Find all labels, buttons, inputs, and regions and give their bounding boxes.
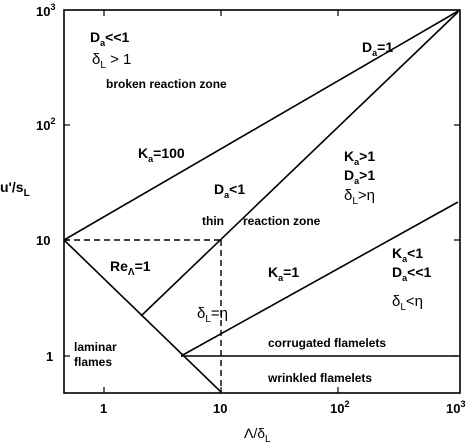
label-re-1-line: ReΛ=1 (110, 258, 151, 278)
label-top-left-da: Da<<1 (90, 29, 129, 48)
label-broken-reaction-zone: broken reaction zone (106, 77, 227, 91)
line-ka-1 (180, 201, 459, 357)
label-br-delta: δL<η (392, 293, 423, 313)
label-da-less-1: Da<1 (214, 181, 245, 200)
x-axis-label: Λ/δL (244, 425, 271, 445)
line-ka-100 (63, 9, 461, 241)
label-thin-a: thin (202, 214, 224, 228)
label-ka-100-line: Ka=100 (138, 145, 185, 164)
label-br-da: Da<<1 (392, 264, 431, 283)
label-ka-1-line: Ka=1 (268, 264, 299, 283)
y-axis-label: u'/sL (0, 179, 30, 199)
line-re-1 (63, 239, 222, 393)
label-corrugated-flamelets: corrugated flamelets (268, 336, 386, 350)
label-right-ka: Ka>1 (344, 148, 375, 167)
label-top-left-delta: δL > 1 (92, 51, 131, 71)
label-da-1-line: Da=1 (362, 39, 393, 58)
label-thin-b: reaction zone (243, 214, 321, 228)
label-delta-eta-line: δL=η (197, 305, 228, 325)
y-tick-10: 10 (36, 233, 50, 248)
y-tick-100: 102 (36, 116, 55, 133)
x-tick-1000: 103 (446, 399, 465, 416)
label-right-delta: δL>η (344, 187, 375, 207)
label-wrinkled-flamelets: wrinkled flamelets (267, 371, 372, 385)
label-br-ka: Ka<1 (392, 245, 423, 264)
label-laminar-b: flames (74, 355, 112, 369)
x-tick-10: 10 (213, 401, 227, 416)
label-right-da: Da>1 (344, 167, 375, 186)
x-tick-100: 102 (330, 399, 349, 416)
y-tick-1: 1 (46, 349, 53, 364)
plot-frame (63, 9, 461, 394)
y-tick-1000: 103 (36, 2, 55, 19)
line-da-1 (140, 11, 459, 317)
label-laminar-a: laminar (74, 340, 117, 354)
x-tick-1: 1 (100, 401, 107, 416)
